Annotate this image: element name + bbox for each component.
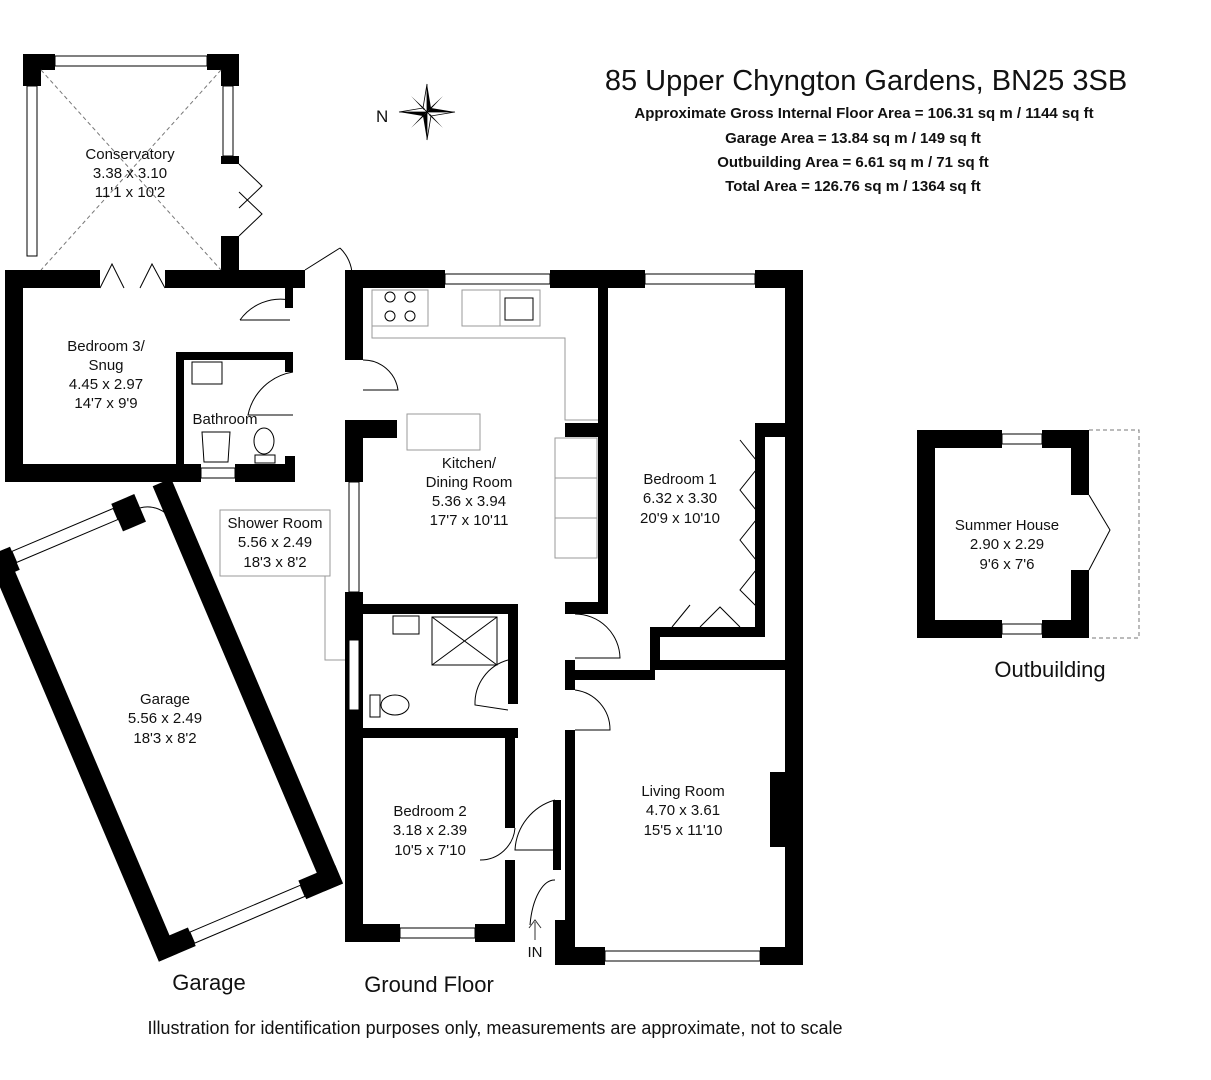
svg-text:10'5 x 7'10: 10'5 x 7'10 [394, 842, 466, 859]
svg-text:Shower Room: Shower Room [227, 515, 322, 532]
svg-text:5.56 x 2.49: 5.56 x 2.49 [238, 534, 312, 551]
svg-text:Conservatory: Conservatory [85, 146, 175, 163]
svg-text:11'1 x 10'2: 11'1 x 10'2 [95, 184, 166, 201]
svg-text:Snug: Snug [88, 357, 123, 374]
room-garage: Garage 5.56 x 2.49 18'3 x 8'2 [128, 691, 202, 747]
room-living: Living Room 4.70 x 3.61 15'5 x 11'10 [641, 783, 724, 839]
ground-floor-caption: Ground Floor [364, 972, 494, 997]
svg-text:Bathroom: Bathroom [192, 411, 257, 428]
room-bathroom: Bathroom [192, 411, 257, 428]
svg-text:14'7 x 9'9: 14'7 x 9'9 [74, 395, 137, 412]
svg-text:20'9 x 10'10: 20'9 x 10'10 [640, 510, 720, 527]
conservatory [23, 54, 263, 272]
svg-text:5.36 x 3.94: 5.36 x 3.94 [432, 493, 506, 510]
property-title: 85 Upper Chyngton Gardens, BN25 3SB [605, 65, 1127, 97]
total-area-line: Total Area = 126.76 sq m / 1364 sq ft [725, 178, 981, 195]
room-conservatory: Conservatory 3.38 x 3.10 11'1 x 10'2 [85, 146, 175, 201]
svg-text:Kitchen/: Kitchen/ [442, 455, 497, 472]
entrance-marker: IN [528, 919, 543, 961]
room-bedroom-1: Bedroom 1 6.32 x 3.30 20'9 x 10'10 [640, 471, 720, 527]
entrance-label: IN [528, 944, 543, 961]
svg-text:Summer House: Summer House [955, 517, 1059, 534]
ground-floor-walls [5, 247, 803, 965]
compass-icon: N [376, 83, 456, 141]
svg-text:4.45 x 2.97: 4.45 x 2.97 [69, 376, 143, 393]
garage-caption: Garage [172, 970, 245, 995]
room-bedroom-3: Bedroom 3/ Snug 4.45 x 2.97 14'7 x 9'9 [67, 338, 145, 412]
garage-area-line: Garage Area = 13.84 sq m / 149 sq ft [725, 130, 981, 147]
svg-text:5.56 x 2.49: 5.56 x 2.49 [128, 710, 202, 727]
svg-text:Dining Room: Dining Room [426, 474, 513, 491]
outbuilding-area-line: Outbuilding Area = 6.61 sq m / 71 sq ft [717, 154, 989, 171]
room-kitchen: Kitchen/ Dining Room 5.36 x 3.94 17'7 x … [426, 455, 513, 529]
gross-area-line: Approximate Gross Internal Floor Area = … [634, 105, 1093, 122]
room-shower: Shower Room 5.56 x 2.49 18'3 x 8'2 [219, 509, 331, 577]
svg-text:Bedroom 3/: Bedroom 3/ [67, 338, 145, 355]
summer-house [917, 429, 1140, 639]
room-summer-house: Summer House 2.90 x 2.29 9'6 x 7'6 [955, 517, 1059, 573]
svg-text:18'3 x 8'2: 18'3 x 8'2 [133, 730, 196, 747]
svg-text:Bedroom 2: Bedroom 2 [393, 803, 466, 820]
svg-text:15'5 x 11'10: 15'5 x 11'10 [644, 822, 723, 839]
svg-text:Bedroom 1: Bedroom 1 [643, 471, 716, 488]
outbuilding-caption: Outbuilding [994, 657, 1105, 682]
svg-text:18'3 x 8'2: 18'3 x 8'2 [243, 554, 306, 571]
svg-text:3.18 x 2.39: 3.18 x 2.39 [393, 822, 467, 839]
svg-text:Living Room: Living Room [641, 783, 724, 800]
compass-north-label: N [376, 107, 388, 126]
disclaimer-text: Illustration for identification purposes… [147, 1018, 842, 1038]
garage-structure [0, 478, 344, 962]
svg-text:9'6 x 7'6: 9'6 x 7'6 [980, 556, 1035, 573]
header: 85 Upper Chyngton Gardens, BN25 3SB Appr… [605, 65, 1127, 195]
svg-text:3.38 x 3.10: 3.38 x 3.10 [93, 165, 167, 182]
svg-text:4.70 x 3.61: 4.70 x 3.61 [646, 802, 720, 819]
svg-text:2.90 x 2.29: 2.90 x 2.29 [970, 536, 1044, 553]
room-bedroom-2: Bedroom 2 3.18 x 2.39 10'5 x 7'10 [393, 803, 467, 859]
svg-text:Garage: Garage [140, 691, 190, 708]
svg-text:17'7 x 10'11: 17'7 x 10'11 [430, 512, 509, 529]
svg-text:6.32 x 3.30: 6.32 x 3.30 [643, 490, 717, 507]
